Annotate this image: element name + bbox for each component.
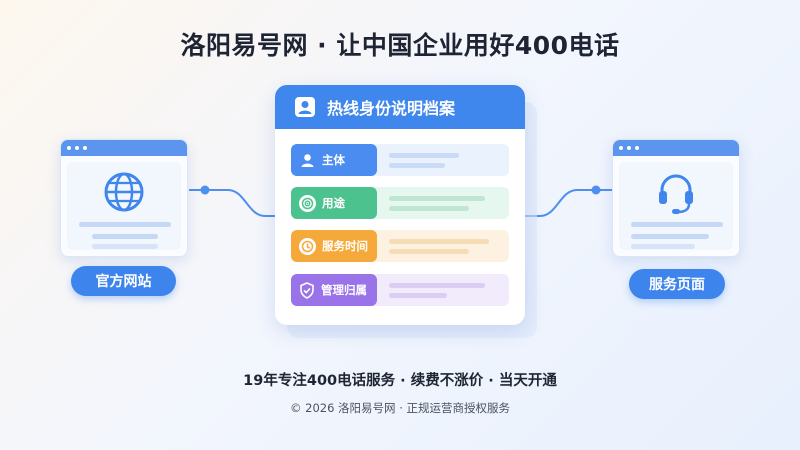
service-page-button[interactable]: 服务页面 [629,269,725,299]
browser-titlebar [613,140,739,156]
row-purpose: 用途 [291,187,509,219]
left-connector [189,189,275,217]
official-website-window [60,139,188,257]
shield-check-icon [300,281,314,299]
right-connector-dot [591,185,601,195]
user-icon [301,153,314,167]
hotline-identity-card: 热线身份说明档案 主体 用途 [275,85,525,325]
official-website-button[interactable]: 官方网站 [71,266,176,296]
tagline: 19年专注400电话服务 · 续费不涨价 · 当天开通 [243,373,557,389]
right-connector [525,189,612,217]
tag-service-hours: 服务时间 [291,230,377,262]
row-label: 用途 [322,196,345,210]
page-title: 洛阳易号网 · 让中国企业用好400电话 [180,31,620,60]
card-title: 热线身份说明档案 [327,99,456,118]
row-subject: 主体 [291,144,509,176]
card-header: 热线身份说明档案 [275,85,525,129]
service-page-window [612,139,740,257]
copyright-notice: © 2026 洛阳易号网 · 正规运营商授权服务 [289,401,511,415]
row-service-hours: 服务时间 [291,230,509,262]
globe-icon [104,172,144,212]
browser-titlebar [61,140,187,156]
tag-purpose: 用途 [291,187,377,219]
tag-subject: 主体 [291,144,377,176]
tag-management: 管理归属 [291,274,377,306]
row-label: 管理归属 [321,283,367,297]
clock-icon [299,237,316,255]
left-connector-dot [200,185,210,195]
row-label: 服务时间 [322,239,368,253]
headset-icon [659,174,693,214]
row-management: 管理归属 [291,274,509,306]
row-label: 主体 [322,153,345,167]
target-icon [299,194,316,212]
user-icon [295,97,315,117]
